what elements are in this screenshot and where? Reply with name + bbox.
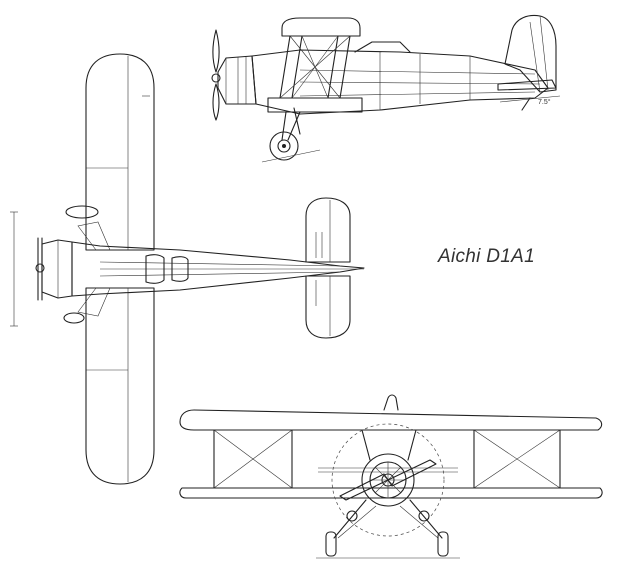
svg-text:7.5°: 7.5° xyxy=(538,98,551,106)
top-view xyxy=(10,53,365,485)
side-view: 7.5° xyxy=(211,14,561,163)
aircraft-title: Aichi D1A1 xyxy=(438,246,535,267)
front-view xyxy=(179,394,603,559)
